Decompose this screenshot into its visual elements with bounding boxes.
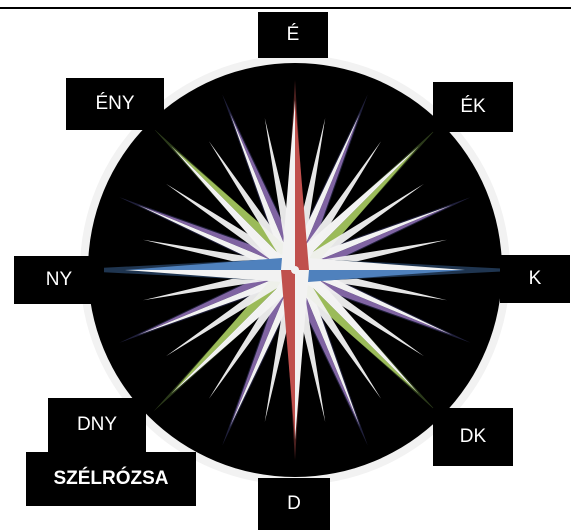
label-west: NY xyxy=(14,256,104,304)
compass-center xyxy=(291,266,299,274)
diagram-title: SZÉLRÓZSA xyxy=(26,452,196,506)
label-southeast: DK xyxy=(433,408,513,466)
label-east: K xyxy=(500,255,570,303)
label-southwest: DNY xyxy=(48,398,146,452)
label-northeast: ÉK xyxy=(433,82,513,132)
label-northwest: ÉNY xyxy=(66,78,164,130)
label-north: É xyxy=(258,12,328,58)
label-south: D xyxy=(258,478,330,530)
